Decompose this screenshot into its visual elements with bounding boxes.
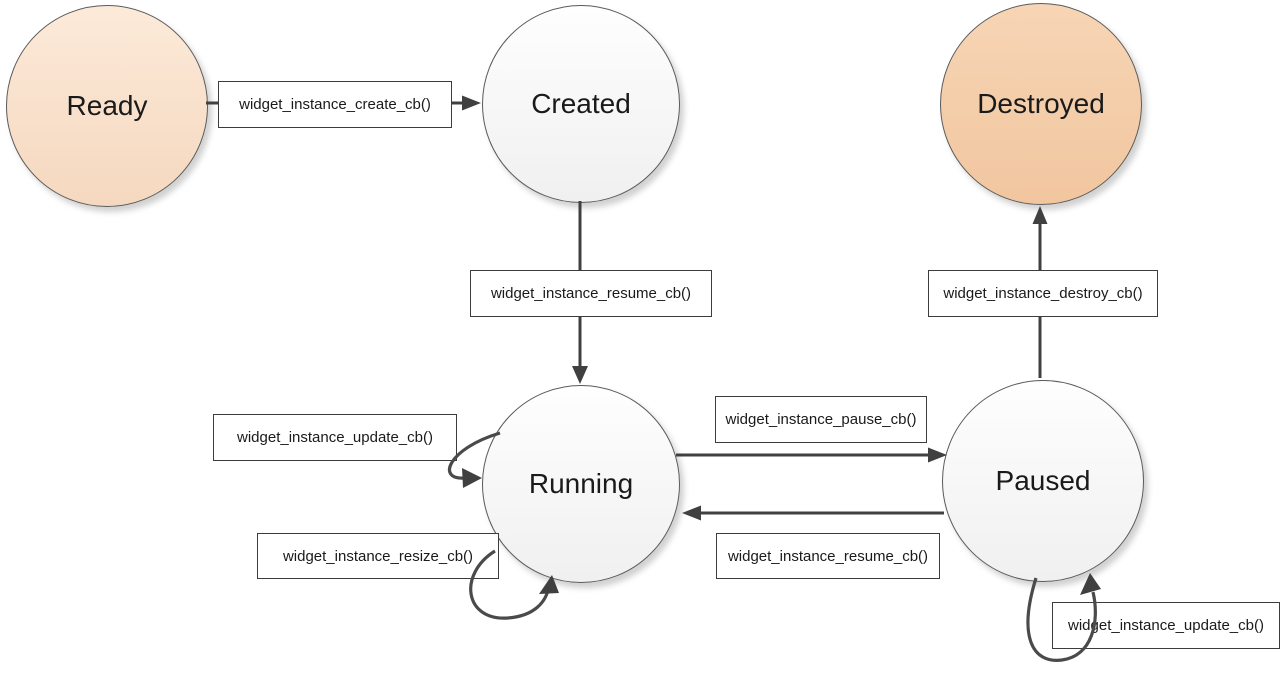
state-circle-running: Running [482, 385, 680, 583]
transition-label-pause: widget_instance_pause_cb() [725, 411, 917, 428]
state-label-destroyed: Destroyed [977, 88, 1105, 119]
transition-label-update-running: widget_instance_update_cb() [237, 429, 433, 446]
transition-label-resize-running: widget_instance_resize_cb() [282, 547, 474, 565]
transition-label-resume-paused-running: widget_instance_resume_cb() [727, 547, 929, 565]
state-label-ready: Ready [66, 90, 148, 121]
transition-box-update-paused: widget_instance_update_cb() [1052, 602, 1280, 649]
state-label-paused: Paused [995, 465, 1091, 496]
transition-box-resume-paused-running: widget_instance_resume_cb() [716, 533, 940, 579]
transition-box-update-running: widget_instance_update_cb() [213, 414, 457, 461]
transition-label-create: widget_instance_create_cb() [239, 96, 431, 113]
transition-label-resume-created-running: widget_instance_resume_cb() [490, 285, 692, 302]
transition-box-resume-created-running: widget_instance_resume_cb() [470, 270, 712, 317]
transition-box-resize-running: widget_instance_resize_cb() [257, 533, 499, 579]
state-label-running: Running [528, 468, 634, 499]
state-label-created: Created [531, 88, 631, 119]
transition-box-create: widget_instance_create_cb() [218, 81, 452, 128]
state-circle-ready: Ready [6, 5, 208, 207]
transition-label-update-paused: widget_instance_update_cb() [1068, 617, 1264, 634]
state-circle-created: Created [482, 5, 680, 203]
state-circle-paused: Paused [942, 380, 1144, 582]
arrow-running-to-paused [676, 447, 947, 463]
transition-label-destroy: widget_instance_destroy_cb() [943, 285, 1143, 302]
transition-box-pause: widget_instance_pause_cb() [715, 396, 927, 443]
arrow-paused-to-running [682, 505, 944, 521]
state-circle-destroyed: Destroyed [940, 3, 1142, 205]
transition-box-destroy: widget_instance_destroy_cb() [928, 270, 1158, 317]
